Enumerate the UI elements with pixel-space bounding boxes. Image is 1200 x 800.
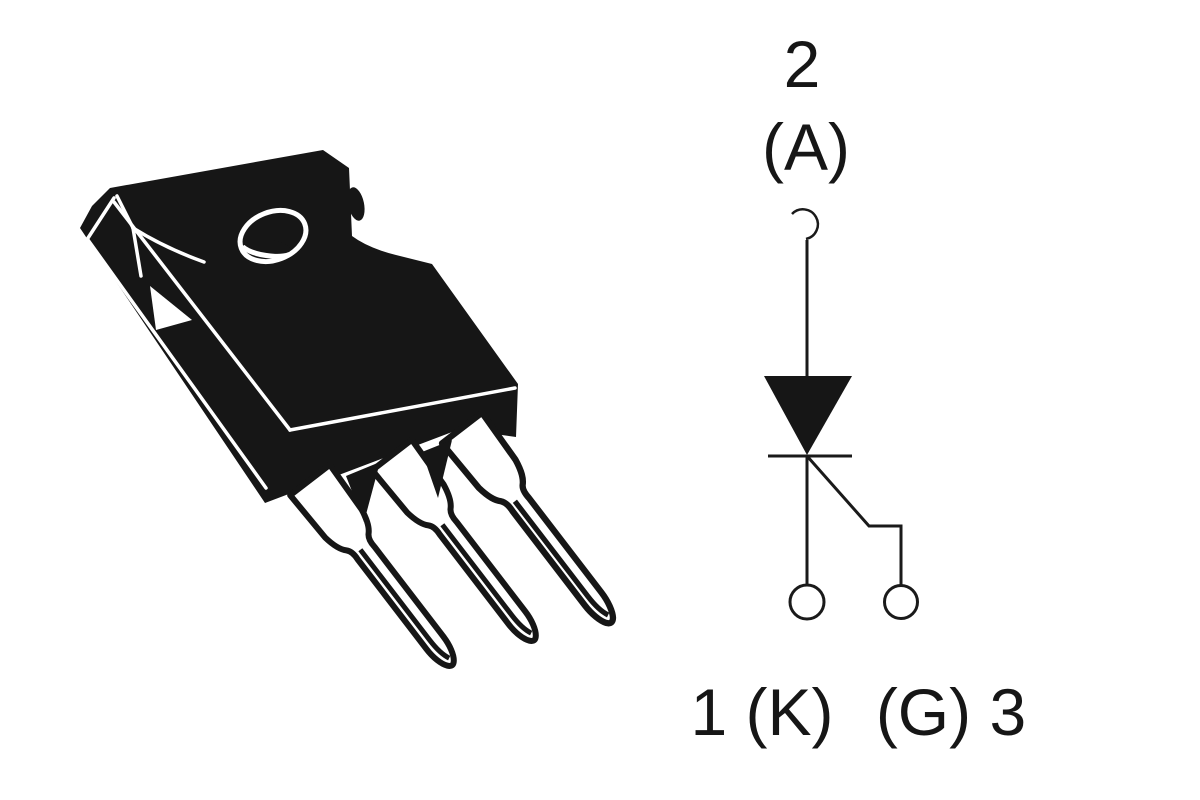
anode-terminal bbox=[791, 208, 820, 241]
body-seams bbox=[86, 194, 517, 490]
package-body bbox=[80, 150, 518, 503]
body-rib-2 bbox=[422, 440, 452, 498]
gate-wire bbox=[805, 455, 903, 585]
cathode-pin1-label: 1 (K) bbox=[690, 675, 833, 749]
anode-label: (A) bbox=[762, 110, 850, 184]
corner-notch-wall bbox=[347, 187, 365, 221]
body-rib-1 bbox=[346, 462, 380, 522]
gate-pin3-label: (G) 3 bbox=[876, 675, 1026, 749]
lead-1 bbox=[287, 461, 457, 669]
package-illustration bbox=[80, 150, 617, 669]
lead-3 bbox=[438, 409, 617, 627]
thyristor-symbol bbox=[764, 208, 919, 621]
pin2-label: 2 bbox=[784, 27, 821, 101]
cathode-terminal bbox=[788, 583, 826, 621]
pin-labels: 2 (A) 1 (K) (G) 3 bbox=[690, 27, 1026, 749]
package-leads bbox=[287, 409, 617, 669]
body-step-highlight bbox=[150, 286, 192, 330]
gate-terminal bbox=[883, 584, 919, 620]
lead-2 bbox=[369, 436, 539, 644]
triangle bbox=[764, 376, 852, 455]
mounting-hole bbox=[237, 207, 309, 265]
